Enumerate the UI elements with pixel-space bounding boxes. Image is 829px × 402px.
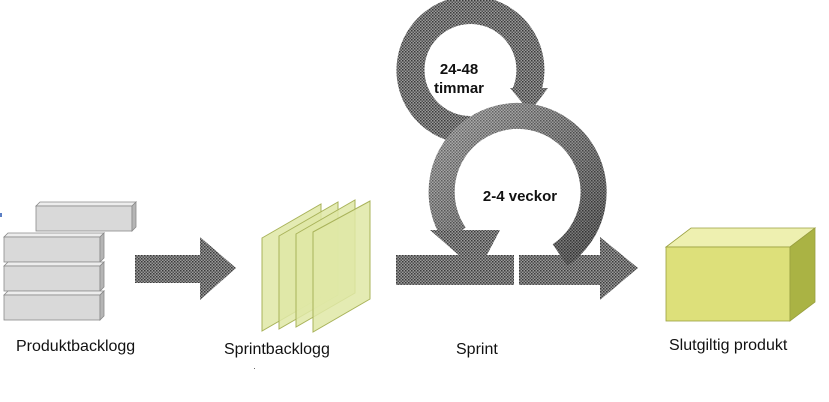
final-product-label: Slutgiltig produkt [669,337,788,354]
flow-arrow-1 [135,237,236,300]
daily-cycle-line1: 24-48 [439,61,479,78]
product-backlog-label: Produktbacklogg [16,338,136,355]
sprint-sheet [312,200,371,333]
backlog-item [35,201,137,232]
sprint-cycle-label: 2-4 veckor [482,188,558,205]
sprint-flow-arrow [396,237,638,300]
sprint-label: Sprint [456,341,498,358]
edge-marker [0,213,2,217]
backlog-item [3,261,105,292]
daily-cycle-arrow [396,0,548,144]
backlog-item [3,290,105,321]
sprint-cycle-arrow [428,102,607,272]
backlog-item [3,232,105,263]
product-backlog-stack [3,201,137,321]
daily-cycle-label: 24-48 timmar [424,60,494,98]
stray-dot [254,368,255,369]
sprint-backlog-label: Sprintbacklogg [224,341,330,358]
daily-cycle-line2: timmar [433,80,485,97]
final-product-box [664,227,817,322]
sprint-backlog-sheets [261,199,371,333]
